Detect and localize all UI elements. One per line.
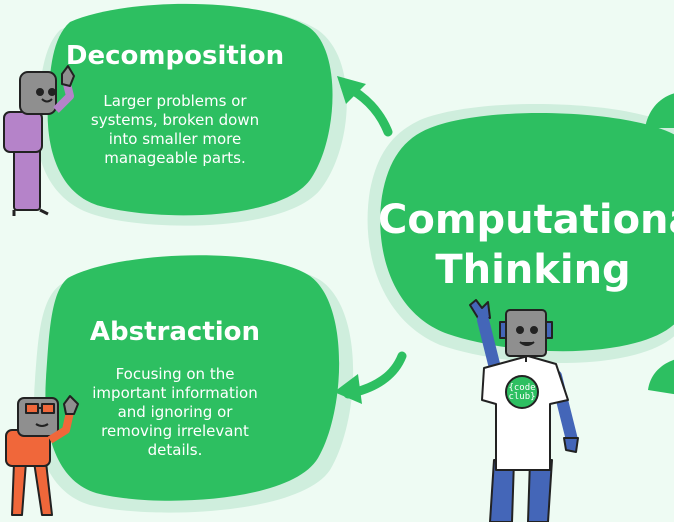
description-line: removing irrelevant xyxy=(101,422,249,440)
center-title-line: Thinking xyxy=(435,247,631,293)
decomposition-title: Decomposition xyxy=(65,41,285,71)
purple-robot-hand xyxy=(61,65,75,87)
description-line: systems, broken down xyxy=(90,111,260,129)
abstraction-blob xyxy=(45,255,340,501)
purple-robot xyxy=(3,65,75,216)
blue-robot-head xyxy=(505,309,547,357)
decomposition-description: Larger problems or systems, broken down … xyxy=(60,92,290,168)
arrow-to-decomposition-head xyxy=(337,76,366,104)
abstraction-title: Abstraction xyxy=(89,317,261,347)
purple-robot-body xyxy=(3,111,43,153)
decomposition-blob xyxy=(47,3,333,216)
description-line: Focusing on the xyxy=(115,365,235,383)
orange-robot-arm xyxy=(47,411,74,444)
blue-robot xyxy=(469,299,579,522)
description-line: into smaller more xyxy=(108,130,242,148)
blue-robot-tshirt xyxy=(481,355,569,471)
arrow-to-abstraction-head xyxy=(334,374,362,404)
description-line: manageable parts. xyxy=(104,149,246,167)
logo-line: club} xyxy=(508,392,536,402)
orange-robot-hand xyxy=(63,395,79,415)
center-title: Computational Thinking xyxy=(378,195,674,295)
orange-robot-legs xyxy=(11,461,53,516)
center-blob xyxy=(380,113,674,352)
purple-robot-legs xyxy=(13,147,41,211)
abstraction-description: Focusing on the important information an… xyxy=(55,365,295,460)
description-line: and ignoring or xyxy=(117,403,233,421)
right-partial-blob-top xyxy=(645,93,674,128)
right-partial-blob-bottom xyxy=(648,359,674,395)
code-club-logo: {code club} xyxy=(506,384,538,402)
description-line: Larger problems or xyxy=(103,92,247,110)
orange-robot-goggle xyxy=(25,403,39,414)
blue-robot-hand-up xyxy=(469,299,491,319)
blue-robot-logo-badge xyxy=(505,375,539,409)
description-line: details. xyxy=(147,441,203,459)
logo-line: {code xyxy=(508,383,536,393)
orange-robot xyxy=(5,395,79,516)
center-title-line: Computational xyxy=(378,197,674,243)
description-line: important information xyxy=(92,384,258,402)
